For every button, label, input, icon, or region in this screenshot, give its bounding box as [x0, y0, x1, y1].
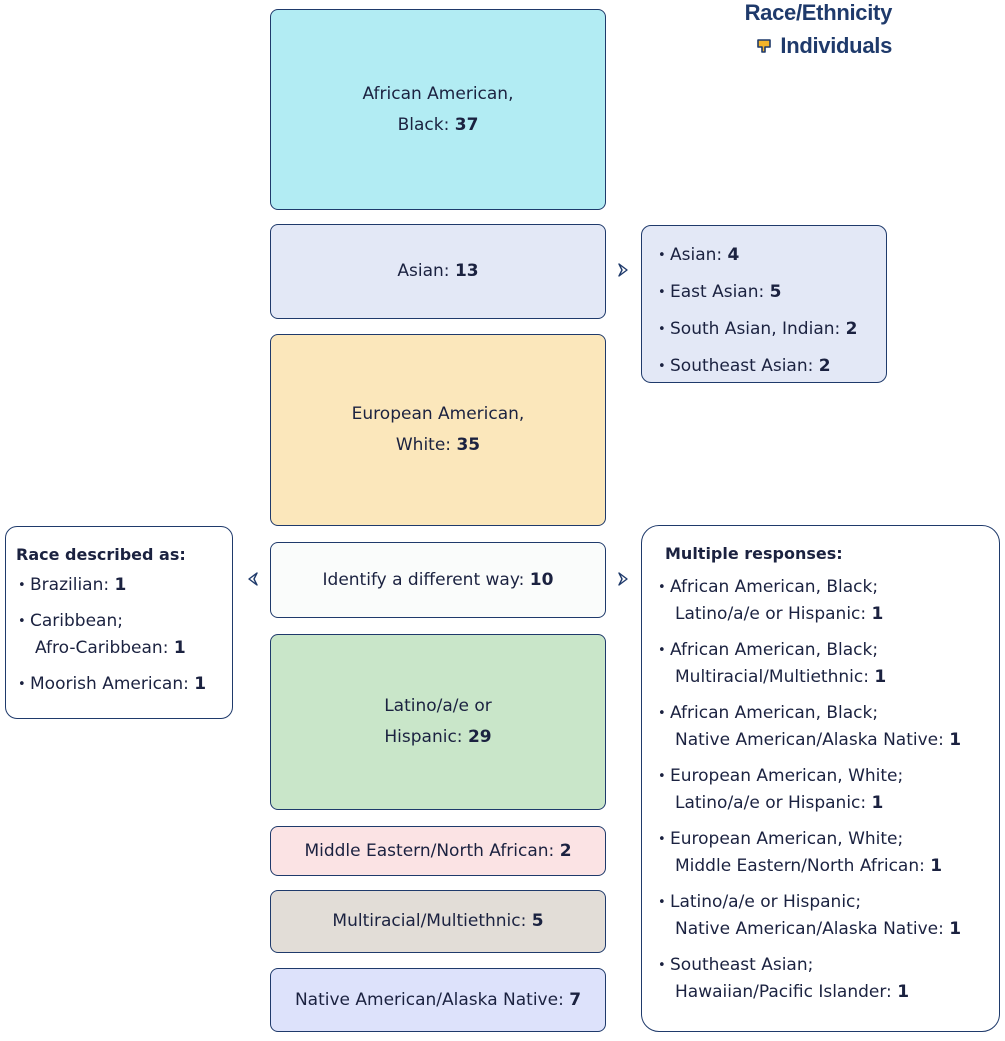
list-item: African American, Black; Native American… [656, 700, 999, 754]
category-value: 13 [454, 261, 479, 281]
diagram-title: Race/Ethnicity [744, 0, 893, 25]
item-value: 1 [874, 667, 887, 687]
box-heading: Multiple responses: [665, 544, 843, 563]
item-value: 1 [897, 982, 910, 1002]
category-box: Multiracial/Multiethnic: 5 [270, 890, 606, 953]
category-label: Multiracial/Multiethnic: [332, 911, 527, 931]
legend-label: Individuals [780, 33, 892, 58]
item-label: Afro-Caribbean: [35, 638, 169, 658]
category-box: European American, White: 35 [270, 334, 606, 526]
category-value: 2 [559, 840, 572, 861]
category-label: Identify a different way: [322, 569, 525, 590]
item-value: 1 [949, 919, 962, 939]
chevron-right-icon [618, 572, 628, 586]
category-label: Black: [397, 114, 450, 135]
category-value: 5 [531, 911, 544, 931]
chevron-right-icon [618, 263, 628, 277]
list-item: East Asian: 5 [656, 274, 886, 311]
list-item: Brazilian: 1 [16, 572, 232, 599]
item-value: 1 [194, 674, 207, 694]
category-label: African American, [362, 83, 514, 104]
item-value: 1 [173, 638, 186, 658]
category-box: Native American/Alaska Native: 7 [270, 968, 606, 1032]
item-value: 1 [949, 730, 962, 750]
individuals-icon [757, 39, 772, 53]
item-value: 1 [930, 856, 943, 876]
race-described-box: Race described as: Brazilian: 1 Caribbea… [5, 526, 233, 719]
asian-breakdown-box: Asian: 4 East Asian: 5 South Asian, Indi… [641, 225, 887, 385]
item-value: 2 [845, 319, 858, 339]
item-label: Caribbean; [30, 611, 123, 631]
category-value: 29 [467, 727, 492, 747]
category-label: White: [395, 435, 452, 455]
item-label: European American, White; [670, 829, 904, 849]
category-box: African American, Black: 37 [270, 9, 606, 210]
item-label: East Asian: [670, 282, 765, 302]
category-value: 35 [456, 435, 481, 455]
category-label: Native American/Alaska Native: [294, 989, 564, 1010]
item-label: Native American/Alaska Native: [675, 919, 944, 939]
item-label: Moorish American: [30, 674, 189, 694]
item-value: 5 [769, 282, 782, 302]
item-label: Latino/a/e or Hispanic: [675, 793, 867, 813]
list-item: African American, Black; Multiracial/Mul… [656, 637, 999, 691]
list-item: Caribbean; Afro-Caribbean: 1 [16, 608, 232, 662]
item-label: Southeast Asian; [670, 955, 814, 975]
item-label: Multiracial/Multiethnic: [675, 667, 869, 687]
list-item: European American, White; Middle Eastern… [656, 826, 999, 880]
category-label: Middle Eastern/North African: [304, 840, 555, 861]
category-label: Asian: [397, 261, 450, 281]
box-heading: Race described as: [16, 545, 186, 564]
item-value: 1 [871, 604, 884, 624]
chevron-left-icon [248, 572, 258, 586]
item-value: 1 [871, 793, 884, 813]
item-label: African American, Black; [670, 640, 879, 660]
item-label: South Asian, Indian: [670, 319, 841, 339]
item-label: Latino/a/e or Hispanic; [670, 892, 862, 912]
category-label: European American, [351, 404, 525, 424]
list-item: Moorish American: 1 [16, 671, 232, 698]
item-label: African American, Black; [670, 577, 879, 597]
category-box: Latino/a/e or Hispanic: 29 [270, 634, 606, 810]
multiple-responses-box: Multiple responses: African American, Bl… [641, 525, 1000, 1032]
item-label: Asian: [670, 245, 723, 265]
category-box: Identify a different way: 10 [270, 542, 606, 618]
legend: Individuals [756, 33, 892, 59]
item-label: Hawaiian/Pacific Islander: [675, 982, 892, 1002]
item-label: Brazilian: [30, 575, 110, 595]
list-item: Asian: 4 [656, 237, 886, 274]
category-value: 10 [529, 569, 554, 590]
list-item: Latino/a/e or Hispanic; Native American/… [656, 889, 999, 943]
item-label: Southeast Asian: [670, 356, 814, 376]
item-value: 2 [818, 356, 831, 376]
item-label: Native American/Alaska Native: [675, 730, 944, 750]
category-label: Hispanic: [384, 727, 463, 747]
category-box: Middle Eastern/North African: 2 [270, 826, 606, 876]
list-item: Southeast Asian; Hawaiian/Pacific Island… [656, 952, 999, 1006]
list-item: Southeast Asian: 2 [656, 348, 886, 385]
category-label: Latino/a/e or [384, 696, 492, 716]
category-value: 7 [569, 989, 582, 1010]
list-item: South Asian, Indian: 2 [656, 311, 886, 348]
list-item: African American, Black; Latino/a/e or H… [656, 574, 999, 628]
item-label: Middle Eastern/North African: [675, 856, 925, 876]
category-box: Asian: 13 [270, 224, 606, 319]
item-label: Latino/a/e or Hispanic: [675, 604, 867, 624]
item-value: 4 [727, 245, 740, 265]
item-label: European American, White; [670, 766, 904, 786]
category-value: 37 [454, 114, 479, 135]
item-value: 1 [114, 575, 127, 595]
item-label: African American, Black; [670, 703, 879, 723]
list-item: European American, White; Latino/a/e or … [656, 763, 999, 817]
